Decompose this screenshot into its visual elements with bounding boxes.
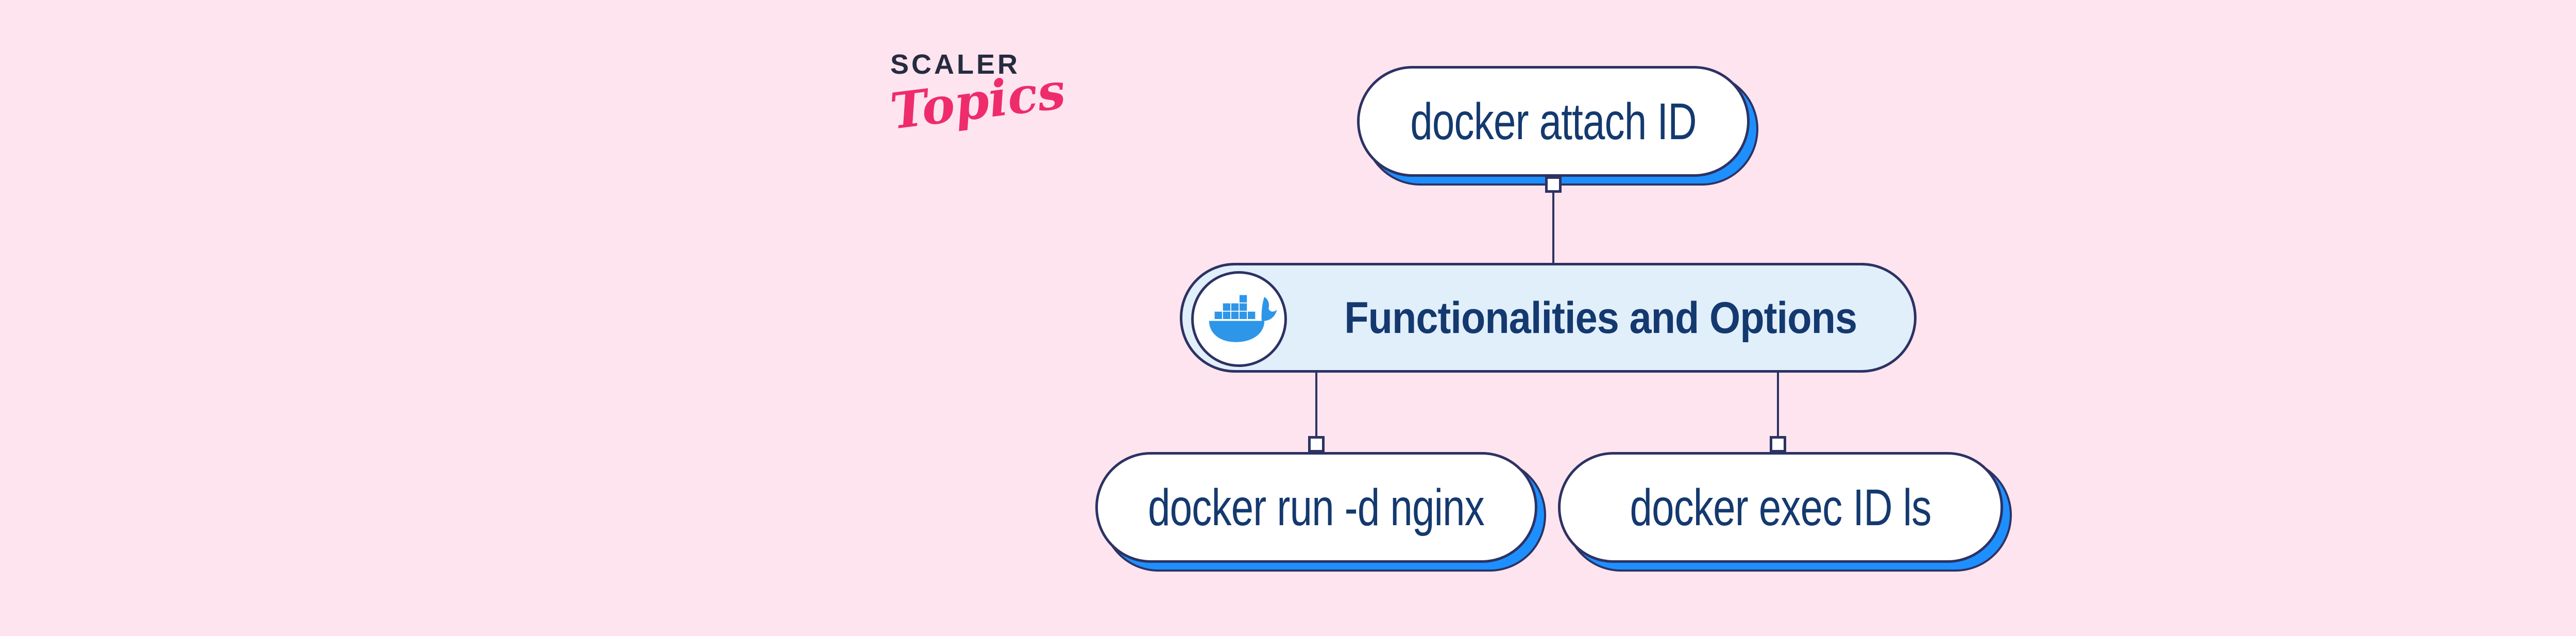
connector-root-to-child-left (1315, 369, 1317, 439)
connector-square-child-left (1308, 436, 1325, 453)
logo-wordmark-scaler: SCALER (890, 49, 1021, 80)
connector-top-to-root (1552, 178, 1554, 265)
docker-whale-icon (1209, 295, 1277, 342)
root-node-label: Functionalities and Options (1344, 293, 1857, 343)
node-docker-attach: docker attach ID (1357, 66, 1750, 177)
connector-square-child-right (1770, 436, 1786, 453)
node-functionalities-and-options: Functionalities and Options (1180, 263, 1917, 373)
connector-square-top (1545, 176, 1562, 193)
node-docker-run: docker run -d nginx (1095, 452, 1537, 563)
scaler-topics-logo: SCALER Topics (887, 49, 1069, 141)
node-label: docker exec ID ls (1630, 478, 1932, 537)
docker-icon-badge (1191, 271, 1287, 367)
node-label: docker run -d nginx (1148, 478, 1485, 537)
node-docker-exec: docker exec ID ls (1558, 452, 2003, 563)
connector-root-to-child-right (1777, 369, 1779, 439)
logo-wordmark-topics: Topics (887, 61, 1069, 141)
node-label: docker attach ID (1410, 92, 1697, 150)
